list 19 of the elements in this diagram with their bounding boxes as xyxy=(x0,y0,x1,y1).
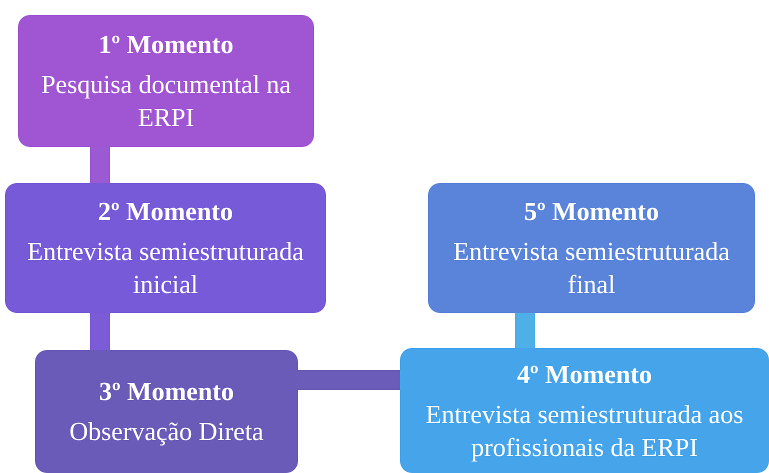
box-text: Entrevista semiestruturada inicial xyxy=(26,236,305,301)
process-box xyxy=(428,183,755,313)
connector-bar xyxy=(90,313,110,350)
box-heading: 3º Momento xyxy=(99,376,234,408)
box-text: Entrevista semiestruturada aos profissionais da ERPI xyxy=(424,398,744,464)
connector-bar xyxy=(90,147,110,183)
box-text: Observação Direta xyxy=(69,416,264,448)
box-heading: 4º Momento xyxy=(517,358,652,390)
process-box xyxy=(18,15,314,147)
box-heading: 5º Momento xyxy=(524,196,659,228)
box-heading: 2º Momento xyxy=(98,196,233,228)
box-heading: 1º Momento xyxy=(98,29,234,61)
process-box xyxy=(5,183,326,313)
process-box xyxy=(35,350,298,473)
box-text: Entrevista semiestruturada final xyxy=(452,236,731,301)
process-box xyxy=(400,348,769,473)
connector-bar xyxy=(515,313,535,348)
box-text: Pesquisa documental na ERPI xyxy=(40,69,292,134)
connector-bar xyxy=(298,370,400,390)
